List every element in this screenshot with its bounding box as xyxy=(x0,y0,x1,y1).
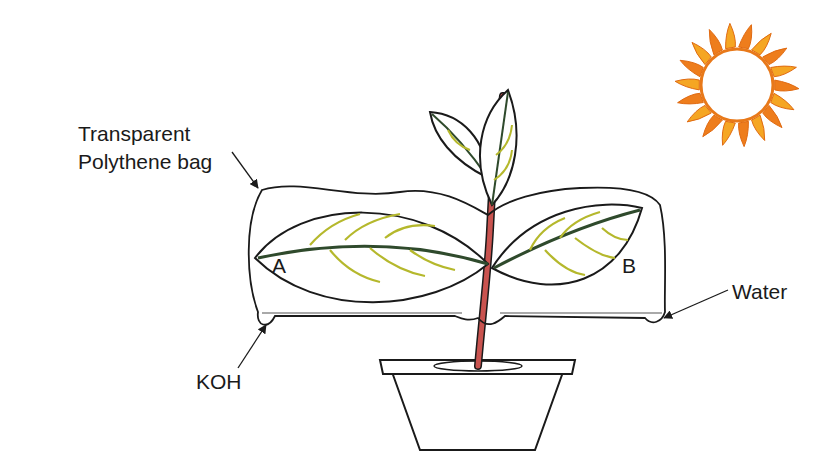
sun-ray xyxy=(678,93,704,104)
chemical-label: KOH xyxy=(196,368,242,396)
sun-ray xyxy=(722,121,735,145)
pot-body xyxy=(392,372,563,450)
bag-label: Transparent Polythene bag xyxy=(78,120,238,177)
sun-ray xyxy=(726,23,736,48)
leaf-a xyxy=(255,213,488,303)
sun-ray xyxy=(709,30,722,55)
sun-ray xyxy=(752,33,772,55)
sun-ray xyxy=(771,66,797,77)
leader-line xyxy=(238,325,266,368)
leader-line xyxy=(232,152,258,188)
polythene-bag xyxy=(249,186,665,324)
sun xyxy=(701,49,773,121)
leaf xyxy=(480,90,517,205)
sun-ray xyxy=(680,60,703,76)
leaf-b xyxy=(492,205,642,285)
sun-ray xyxy=(752,115,765,140)
sun-ray xyxy=(771,93,794,109)
leaf xyxy=(430,112,488,178)
koh-surface xyxy=(262,312,462,313)
sun-ray xyxy=(675,79,699,90)
chemical-label: Water xyxy=(732,278,787,306)
water-surface xyxy=(500,312,662,313)
sun-ray xyxy=(739,121,749,146)
leaf-label: A xyxy=(272,252,286,280)
sun-rays xyxy=(675,23,799,146)
leader-line xyxy=(664,290,728,318)
leaf-label: B xyxy=(622,252,636,280)
sun-ray xyxy=(775,80,799,91)
sun-ray xyxy=(739,25,752,49)
sun-ray xyxy=(703,115,723,137)
